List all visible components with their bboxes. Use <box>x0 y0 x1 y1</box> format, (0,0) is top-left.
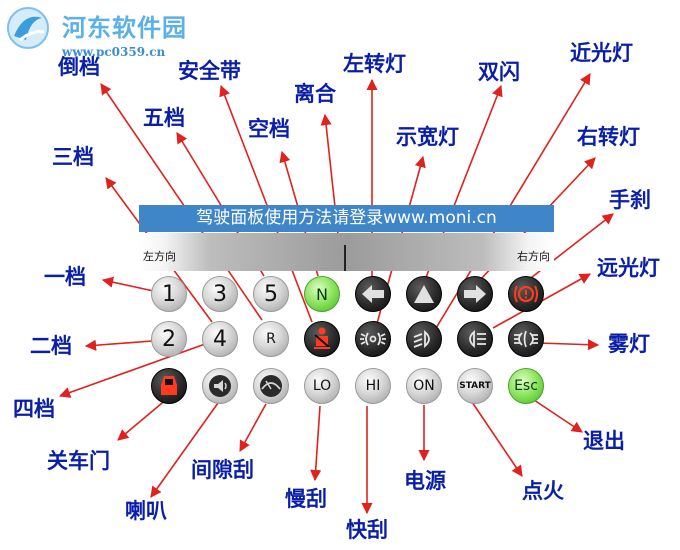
label-power: 电源 <box>404 469 446 493</box>
logo-swirl-icon <box>7 7 49 49</box>
hazard-triangle-icon <box>414 285 434 303</box>
label-fast-wipe: 快刮 <box>346 518 388 542</box>
horn-button[interactable] <box>202 368 238 404</box>
label-slow-wipe: 慢刮 <box>285 487 327 511</box>
gear-5-button[interactable]: 5 <box>253 276 289 312</box>
label-close-door: 关车门 <box>47 449 110 473</box>
arrow-horn <box>150 402 219 498</box>
steer-left-label: 左方向 <box>143 250 176 263</box>
steering-center-mark <box>344 245 346 271</box>
turn-right-arrow-icon <box>464 285 486 303</box>
clearance-lamp-icon <box>360 332 386 346</box>
power-on-button[interactable]: ON <box>406 368 442 404</box>
label-handbrake: 手刹 <box>609 188 651 212</box>
right-turn-button[interactable] <box>457 276 493 312</box>
label-first-gear: 一档 <box>44 265 86 289</box>
arrow-exit <box>527 395 583 433</box>
neutral-button[interactable]: N <box>304 276 340 312</box>
label-clutch: 离合 <box>294 82 336 106</box>
gear-4-button[interactable]: 4 <box>202 321 238 357</box>
left-turn-button[interactable] <box>355 276 391 312</box>
steer-right-label: 右方向 <box>517 250 550 263</box>
hazard-button[interactable] <box>406 276 442 312</box>
label-neutral: 空档 <box>248 117 290 141</box>
low-beam-icon <box>413 330 430 348</box>
car-door-icon <box>161 376 177 395</box>
handbrake-icon <box>514 285 538 303</box>
label-high-beam: 远光灯 <box>597 256 660 280</box>
seatbelt-icon <box>314 327 330 349</box>
arrow-first-gear <box>101 276 159 293</box>
close-door-button[interactable] <box>151 368 187 404</box>
label-hazard: 双闪 <box>478 60 520 84</box>
steering-bar[interactable]: 左方向 右方向 <box>139 233 554 271</box>
label-right-turn: 右转灯 <box>577 125 640 149</box>
fog-lamp-icon <box>514 330 538 348</box>
wiper-icon <box>260 375 282 397</box>
arrow-slow-wipe <box>310 405 322 482</box>
reverse-button[interactable]: R <box>253 321 289 357</box>
gear-1-button[interactable]: 1 <box>151 276 187 312</box>
low-beam-button[interactable] <box>406 321 442 357</box>
gear-3-button[interactable]: 3 <box>202 276 238 312</box>
label-left-turn: 左转灯 <box>343 52 406 76</box>
gear-2-button[interactable]: 2 <box>151 321 187 357</box>
slow-wiper-button[interactable]: LO <box>304 368 340 404</box>
high-beam-button[interactable] <box>457 321 493 357</box>
fog-lamp-button[interactable] <box>508 321 544 357</box>
arrow-gap-wipe <box>239 403 267 452</box>
arrow-fog <box>537 339 600 351</box>
high-beam-icon <box>469 330 486 348</box>
label-horn: 喇叭 <box>125 499 167 523</box>
gap-wiper-button[interactable] <box>253 368 289 404</box>
banner: 驾驶面板使用方法请登录www.moni.cn <box>139 205 554 232</box>
label-ignition: 点火 <box>522 479 564 503</box>
label-exit: 退出 <box>583 429 625 453</box>
arrow-second-gear <box>84 339 153 351</box>
label-low-beam: 近光灯 <box>570 41 633 65</box>
label-seatbelt: 安全带 <box>178 59 241 83</box>
site-logo: 河东软件园 www.pc0359.cn <box>0 0 215 62</box>
arrow-ignition <box>471 401 523 477</box>
esc-button[interactable]: Esc <box>508 368 544 404</box>
label-fifth-gear: 五档 <box>143 106 185 130</box>
start-button[interactable]: START <box>457 368 493 404</box>
arrow-close-door <box>117 397 169 441</box>
logo-name: 河东软件园 <box>62 14 187 42</box>
seatbelt-button[interactable] <box>304 321 340 357</box>
fast-wiper-button[interactable]: HI <box>355 368 391 404</box>
label-clearance: 示宽灯 <box>396 125 459 149</box>
label-third-gear: 三档 <box>52 145 94 169</box>
label-fourth-gear: 四档 <box>13 397 55 421</box>
label-gap-wipe: 间隙刮 <box>191 458 254 482</box>
turn-left-arrow-icon <box>362 285 384 303</box>
label-fog: 雾灯 <box>608 332 650 356</box>
handbrake-button[interactable] <box>508 276 544 312</box>
horn-icon <box>209 375 231 397</box>
label-reverse-gear: 倒档 <box>58 55 100 79</box>
clearance-lamp-button[interactable] <box>355 321 391 357</box>
logo-url: www.pc0359.cn <box>62 45 166 59</box>
label-second-gear: 二档 <box>30 334 72 358</box>
